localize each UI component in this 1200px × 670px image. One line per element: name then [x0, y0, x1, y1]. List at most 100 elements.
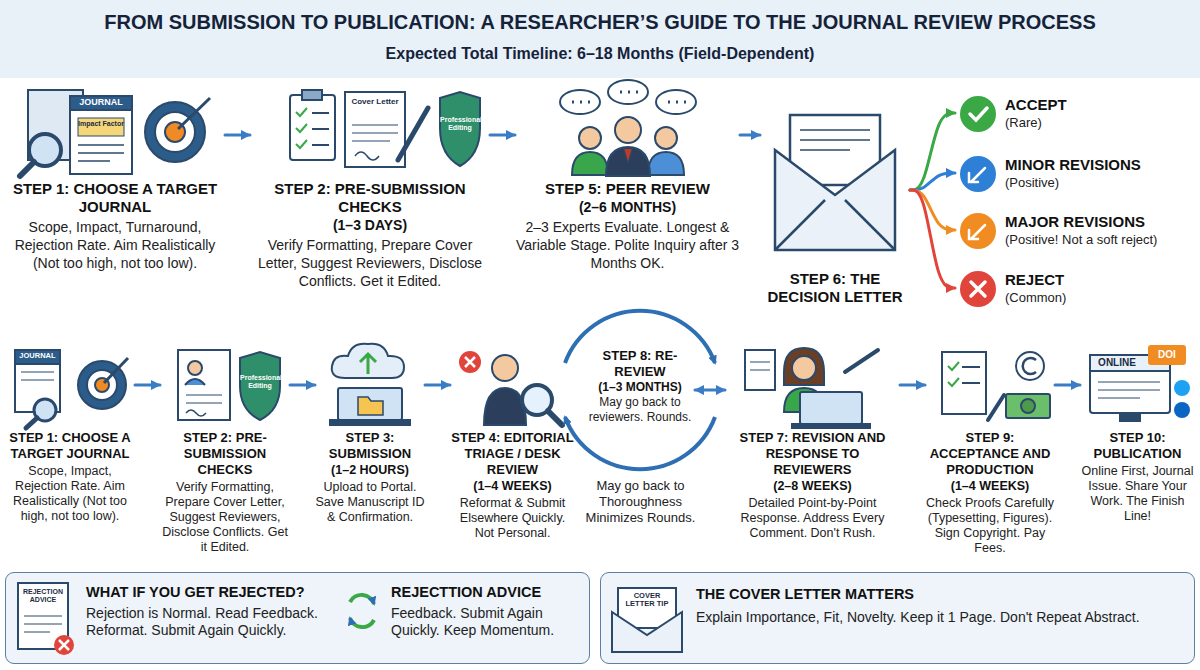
step-duration: (1–3 DAYS) [250, 216, 490, 234]
step-title: STEP 2: PRE-SUBMISSION CHECKS [160, 430, 290, 478]
icon-label: JOURNAL [16, 352, 59, 360]
step-box: STEP 5: PEER REVIEW(2–6 MONTHS) 2–3 Exper… [515, 85, 740, 272]
page-title: FROM SUBMISSION TO PUBLICATION: A RESEAR… [5, 10, 1195, 34]
step-title: STEP 3: SUBMISSION [315, 430, 425, 462]
step-duration: (1–4 WEEKS) [450, 478, 575, 494]
flow-arrow [490, 134, 515, 137]
decision-box: STEP 6: THE DECISION LETTER [760, 110, 910, 306]
step-box: STEP 2: PRE-SUBMISSION CHECKSVerify Form… [160, 340, 290, 555]
outcome-icons [960, 96, 996, 307]
loop-note: May go back to Thoroughness Minimizes Ro… [578, 478, 703, 526]
journal-icon [15, 350, 128, 428]
step-body: Verify Formatting, Prepare Cover Letter,… [250, 236, 490, 290]
step-box: STEP 3: SUBMISSION(1–2 HOURS) Upload to P… [315, 340, 425, 525]
flow-arrow [135, 384, 160, 387]
envelope-icon [775, 115, 895, 250]
panel-body: Explain Importance, Fit, Novelty. Keep i… [696, 609, 1176, 626]
step-body: Reformat & Submit Elsewhere Quickly. Not… [450, 496, 575, 541]
flow-arrow [290, 384, 315, 387]
outcome-note: (Positive! Not a soft reject) [1005, 231, 1195, 248]
step-title: STEP 5: PEER REVIEW [515, 180, 740, 198]
info-panel: THE COVER LETTER MATTERS Explain Importan… [600, 572, 1195, 664]
panel-body: Rejection is Normal. Read Feedback. Refo… [86, 605, 341, 639]
icon-label: COVER LETTER TIP [619, 592, 675, 609]
icon-label: Impact Factor [78, 120, 124, 128]
flow-arrow [1055, 384, 1080, 387]
step-title: STEP 10: PUBLICATION [1080, 430, 1195, 462]
icon-label: Cover Letter [347, 98, 403, 107]
step-title: STEP 9: ACCEPTANCE AND PRODUCTION [925, 430, 1055, 478]
step-duration: (1–3 MONTHS) [585, 380, 695, 395]
outcome-item: ACCEPT(Rare) [955, 95, 1195, 131]
outcome-note: (Rare) [1005, 114, 1195, 131]
step-duration: (1–2 HOURS) [315, 462, 425, 478]
journal-icon [20, 90, 210, 176]
outcome-name: ACCEPT [1005, 95, 1195, 114]
step-title: STEP 4: EDITORIAL TRIAGE / DESK REVIEW [450, 430, 575, 478]
upload-icon [330, 344, 410, 425]
decision-branch [910, 190, 955, 288]
panel-ground [600, 572, 1195, 664]
step-title: STEP 1: CHOOSE A TARGET JOURNAL [5, 430, 135, 462]
step-box: STEP 9: ACCEPTANCE AND PRODUCTION(1–4 WE… [925, 340, 1055, 556]
outcome-item: REJECT(Common) [955, 270, 1195, 306]
step-title: STEP 7: REVISION AND RESPONSE TO REVIEWE… [725, 430, 900, 478]
production-icon [942, 352, 1050, 420]
step-box: STEP 2: PRE-SUBMISSION CHECKS(1–3 DAYS) V… [250, 85, 490, 290]
checklist-icon [178, 350, 280, 420]
outcome-name: REJECT [1005, 270, 1195, 289]
editor-icon [459, 351, 562, 425]
step-body: Detailed Point-by-Point Response. Addres… [725, 496, 900, 541]
icon-label: ONLINE [1092, 357, 1142, 368]
step-body: Scope, Impact, Turnaround, Rejection Rat… [5, 218, 225, 272]
flow-arrow [225, 134, 250, 137]
panel-ground [5, 572, 590, 664]
step-body: Verify Formatting, Prepare Cover Letter,… [160, 480, 290, 555]
rejection-advice-icon [18, 583, 74, 655]
icon-label: DOI [1148, 349, 1186, 360]
step-box: STEP 1: CHOOSE A TARGET JOURNALScope, Im… [5, 340, 135, 524]
step-duration: (2–6 MONTHS) [515, 198, 740, 216]
flow-arrow [740, 134, 760, 137]
step-body: May go back to reviewers. Rounds. [585, 395, 695, 425]
cover-letter-icon [612, 588, 682, 652]
step-box: STEP 10: PUBLICATIONOnline First, Journa… [1080, 340, 1195, 524]
recycle-icon [350, 595, 374, 627]
step-duration: (2–8 WEEKS) [725, 478, 900, 494]
outcome-name: MAJOR REVISIONS [1005, 212, 1195, 231]
panel-heading: THE COVER LETTER MATTERS [696, 585, 1176, 603]
flow-arrow [695, 389, 725, 392]
flow-arrow [900, 384, 925, 387]
step-box: STEP 7: REVISION AND RESPONSE TO REVIEWE… [725, 340, 900, 541]
icon-label: JOURNAL [72, 98, 130, 108]
outcome-item: MINOR REVISIONS(Positive) [955, 155, 1195, 191]
step-title: STEP 2: PRE-SUBMISSION CHECKS [250, 180, 490, 216]
panel-body: Feedback. Submit Again Quickly. Keep Mom… [391, 605, 586, 639]
loop-step: STEP 8: RE-REVIEW(1–3 MONTHS)May go back… [585, 348, 695, 425]
step-body: Scope, Impact, Rejection Rate. Aim Reali… [5, 464, 135, 524]
step-body: 2–3 Experts Evaluate. Longest & Variable… [515, 218, 740, 272]
outcome-item: MAJOR REVISIONS(Positive! Not a soft rej… [955, 212, 1195, 248]
checklist-icon [290, 90, 480, 167]
outcome-note: (Positive) [1005, 174, 1195, 191]
outcome-note: (Common) [1005, 289, 1195, 306]
title-band [0, 0, 1200, 78]
step-title: STEP 1: CHOOSE A TARGET JOURNAL [5, 180, 225, 216]
step-box: STEP 1: CHOOSE A TARGET JOURNALScope, Im… [5, 85, 225, 272]
step-body: Upload to Portal. Save Manuscript ID & C… [315, 480, 425, 525]
timeline-subtitle: Expected Total Timeline: 6–18 Months (Fi… [5, 44, 1195, 64]
step-body: Check Proofs Carefully (Typesetting, Fig… [925, 496, 1055, 556]
step-body: Online First, Journal Issue. Share Your … [1080, 464, 1195, 524]
decision-branch [910, 173, 955, 190]
revision-icon [745, 348, 878, 428]
reviewers-icon [560, 80, 696, 176]
icon-label: Professional Editing [440, 116, 480, 131]
decision-branch [910, 113, 955, 190]
outcome-name: MINOR REVISIONS [1005, 155, 1195, 174]
loop-arrows [565, 311, 715, 469]
step-box: STEP 4: EDITORIAL TRIAGE / DESK REVIEW(1… [450, 340, 575, 541]
step-title: STEP 6: THE DECISION LETTER [760, 270, 910, 306]
icon-label: REJECTION ADVICE [19, 588, 67, 603]
panel-heading: REJECTTION ADVICE [391, 583, 586, 601]
publication-icon [1090, 345, 1190, 421]
